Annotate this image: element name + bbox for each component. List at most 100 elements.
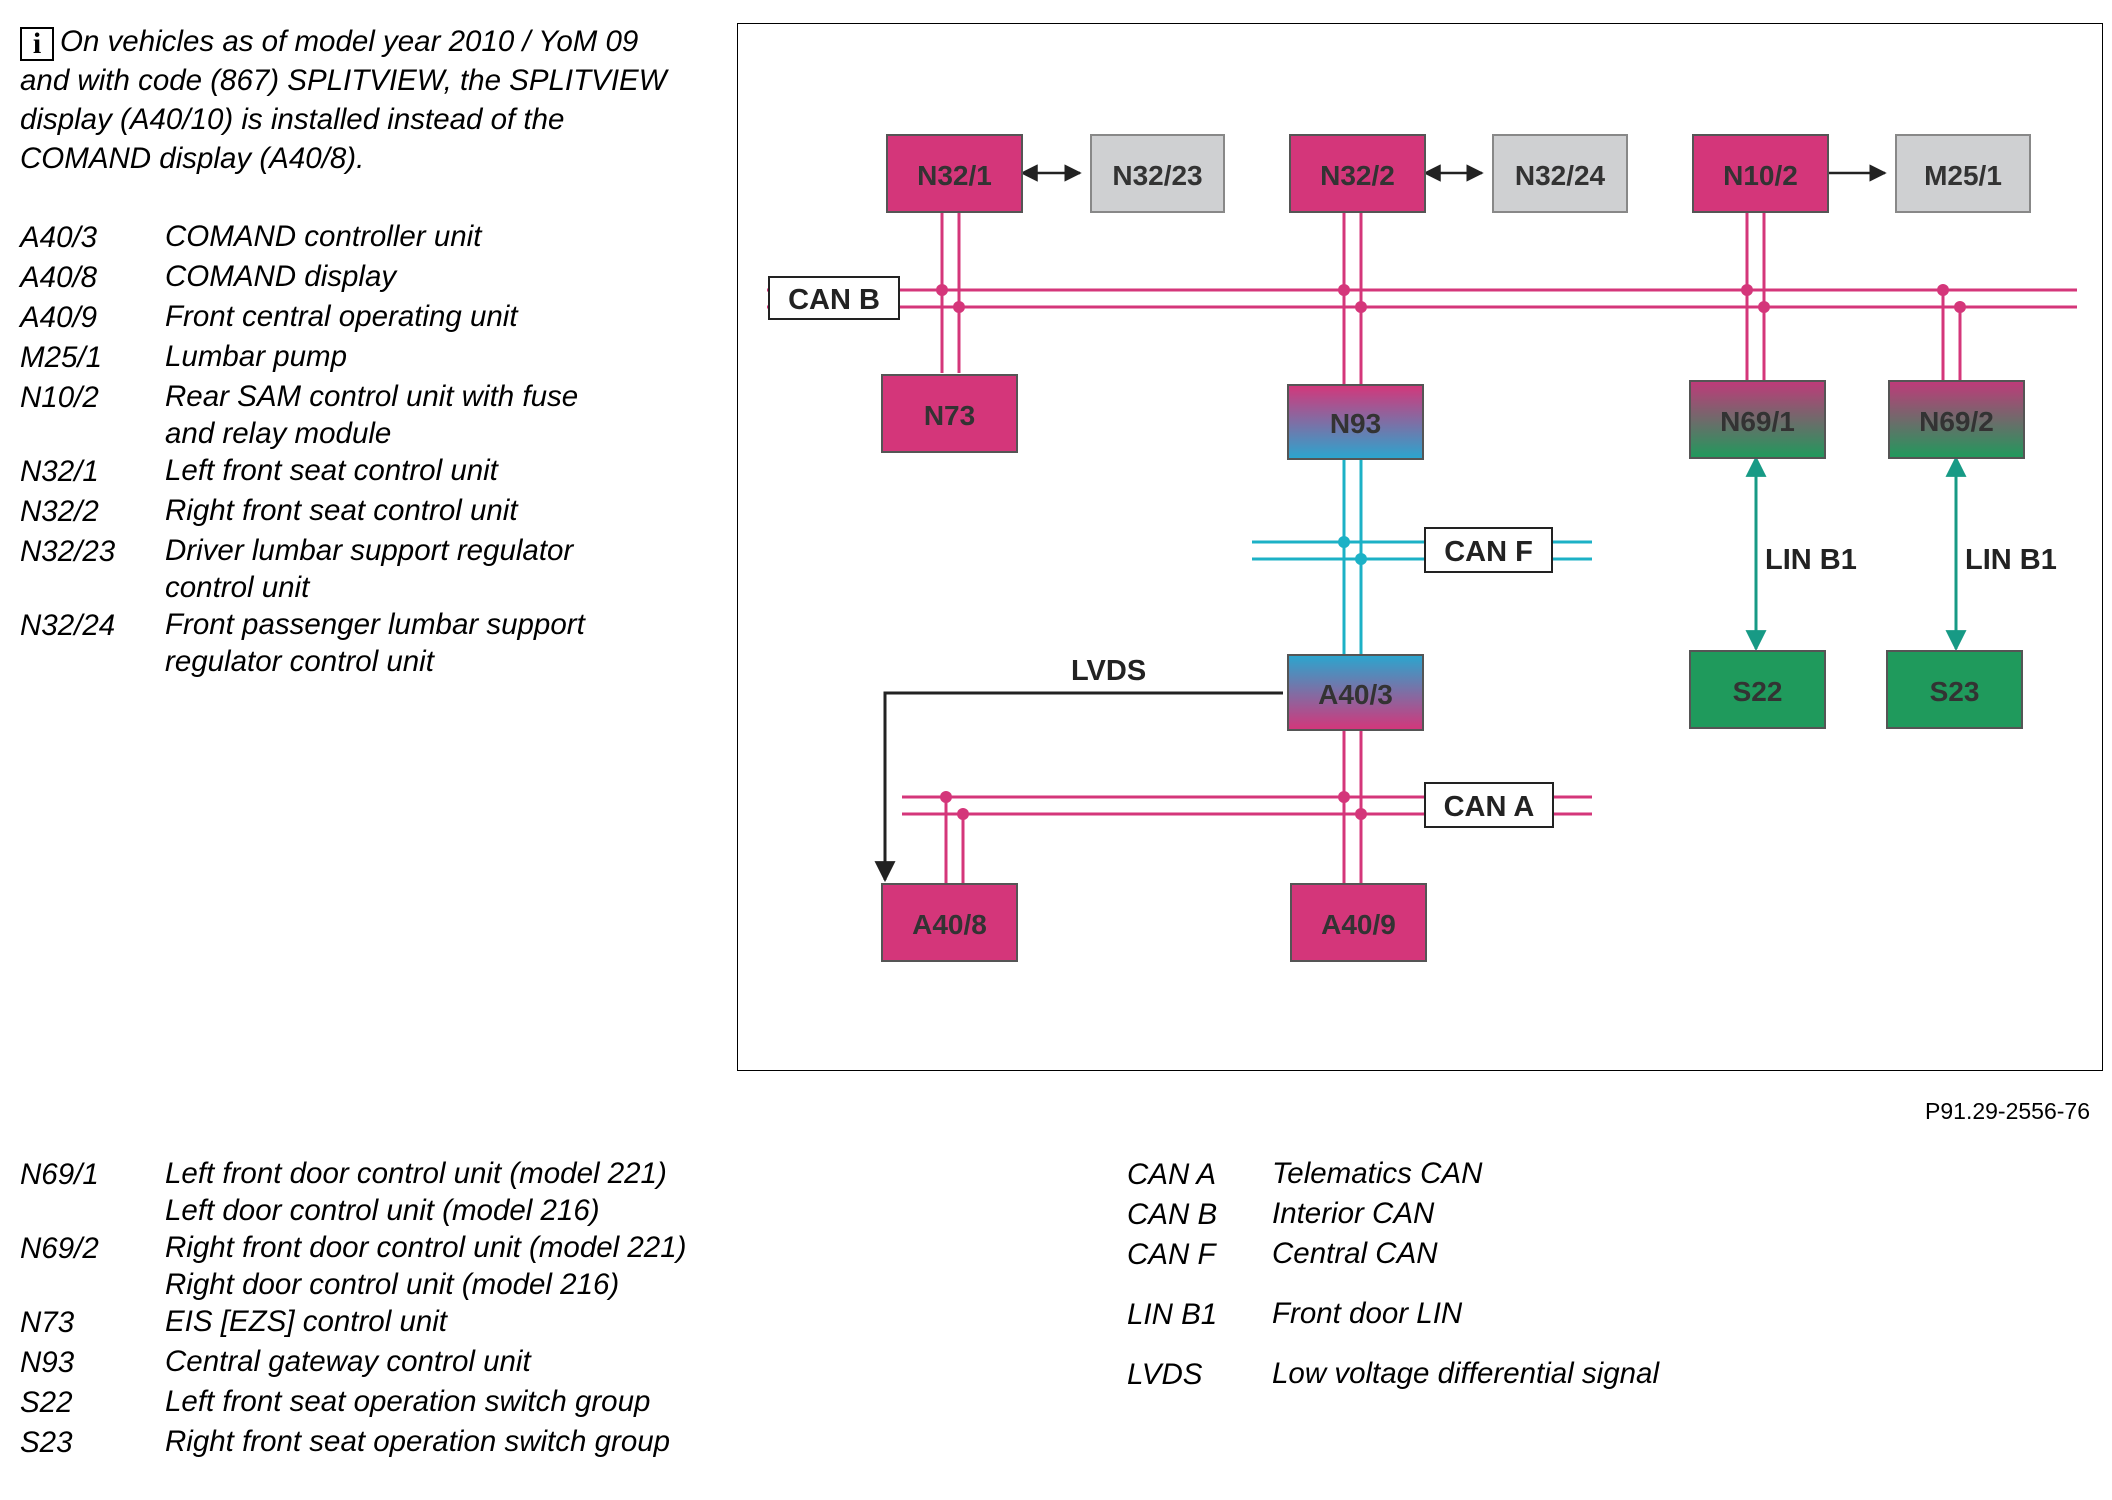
legend-code: N32/24 [20,609,116,642]
legend-description: Right front seat control unit [165,492,518,532]
legend-description-line: Rear SAM control unit with fuse [165,380,579,413]
legend-bottom-left: N69/1 Left front door control unit (model… [20,1155,686,1463]
node-n32-2-label: N32/2 [1320,160,1395,191]
node-n73-label: N73 [924,400,975,431]
junction-dots-cyan [1338,536,1367,565]
legend-description: EIS [EZS] control unit [165,1303,447,1343]
node-a40-9: A40/9 [1290,883,1427,962]
lvds-label: LVDS [1071,655,1146,687]
info-note-text: On vehicles as of model year 2010 / YoM … [20,25,667,175]
legend-description: COMAND display [165,258,396,298]
lin-b1-left-label: LIN B1 [1765,544,1857,576]
node-s22-label: S22 [1733,676,1783,707]
node-m25-1: M25/1 [1895,134,2031,213]
legend-row: CAN B Interior CAN [1127,1195,1659,1235]
legend-code: CAN A [1127,1158,1217,1191]
legend-description: Central CAN [1272,1235,1438,1275]
legend-code: N10/2 [20,381,99,414]
node-n32-1: N32/1 [886,134,1023,213]
legend-description-line: Central CAN [1272,1237,1438,1270]
legend-row: N32/2 Right front seat control unit [20,492,585,532]
legend-description: Low voltage differential signal [1272,1355,1659,1395]
legend-description: Right front door control unit (model 221… [165,1229,686,1303]
node-a40-8-label: A40/8 [912,909,987,940]
legend-description-line: Lumbar pump [165,340,348,373]
legend-description-line: COMAND display [165,260,397,293]
node-n32-1-label: N32/1 [917,160,992,191]
node-n32-2: N32/2 [1289,134,1426,213]
legend-description-line: Front passenger lumbar support [165,608,585,641]
node-m25-1-label: M25/1 [1924,160,2002,191]
junction-dots-magenta [936,284,1966,820]
can-b-bus [767,288,2077,309]
legend-description: Front central operating unit [165,298,518,338]
legend-description-line: Central gateway control unit [165,1345,531,1378]
legend-row: CAN A Telematics CAN [1127,1155,1659,1195]
can-a-label-box: CAN A [1424,782,1554,828]
legend-description-line: Left front seat control unit [165,454,498,487]
lin-b1-right-label: LIN B1 [1965,544,2057,576]
info-icon: i [20,27,54,61]
node-n93-label: N93 [1330,408,1381,439]
legend-code: N32/2 [20,495,99,528]
node-n69-2-label: N69/2 [1919,406,1994,437]
can-f-label: CAN F [1444,536,1533,568]
legend-code: CAN F [1127,1238,1216,1271]
legend-description-line: Low voltage differential signal [1272,1357,1660,1390]
legend-description-line: Right front seat operation switch group [165,1425,671,1458]
legend-description: COMAND controller unit [165,218,481,258]
node-n32-23: N32/23 [1090,134,1225,213]
legend-code: CAN B [1127,1198,1218,1231]
legend-row: A40/8 COMAND display [20,258,585,298]
network-topology-diagram: N32/1 N32/23 N32/2 N32/24 N10/2 M25/1 N7… [767,134,2077,962]
legend-description-line: Front central operating unit [165,300,518,333]
node-n73: N73 [881,374,1018,453]
legend-code: N73 [20,1306,75,1339]
legend-description-line: EIS [EZS] control unit [165,1305,448,1338]
legend-description-line: Right door control unit (model 216) [165,1268,620,1301]
legend-code: N69/2 [20,1232,99,1265]
legend-row: N69/2 Right front door control unit (mode… [20,1229,686,1303]
legend-description-line: and relay module [165,417,392,450]
node-a40-8: A40/8 [881,883,1018,962]
legend-description-line: Right front door control unit (model 221… [165,1231,687,1264]
node-a40-3-label: A40/3 [1318,679,1393,710]
legend-description: Interior CAN [1272,1195,1434,1235]
legend-code: A40/9 [20,301,98,334]
lin-b1-arrows [1745,455,1967,652]
legend-description-line: Left door control unit (model 216) [165,1194,600,1227]
legend-code: N32/23 [20,535,116,568]
diagram-frame [737,23,2103,1071]
node-n69-1-label: N69/1 [1720,406,1795,437]
node-a40-9-label: A40/9 [1321,909,1396,940]
legend-description: Left front door control unit (model 221)… [165,1155,667,1229]
legend-description: Rear SAM control unit with fuse and relay… [165,378,578,452]
node-a40-3: A40/3 [1287,654,1424,731]
legend-row: N10/2 Rear SAM control unit with fuse and … [20,378,585,452]
legend-description-line: Telematics CAN [1272,1157,1483,1190]
can-f-label-box: CAN F [1424,527,1553,573]
legend-description-line: Driver lumbar support regulator [165,534,574,567]
legend-description: Front door LIN [1272,1295,1462,1335]
legend-code: LIN B1 [1127,1298,1218,1331]
legend-code: N69/1 [20,1158,99,1191]
node-n69-1: N69/1 [1689,380,1826,459]
can-b-label: CAN B [788,284,880,316]
legend-description-line: COMAND controller unit [165,220,482,253]
can-b-label-box: CAN B [768,276,900,320]
node-s22: S22 [1689,650,1826,729]
legend-description: Lumbar pump [165,338,347,378]
legend-code: N93 [20,1346,75,1379]
legend-code: A40/8 [20,261,98,294]
legend-description: Central gateway control unit [165,1343,531,1383]
